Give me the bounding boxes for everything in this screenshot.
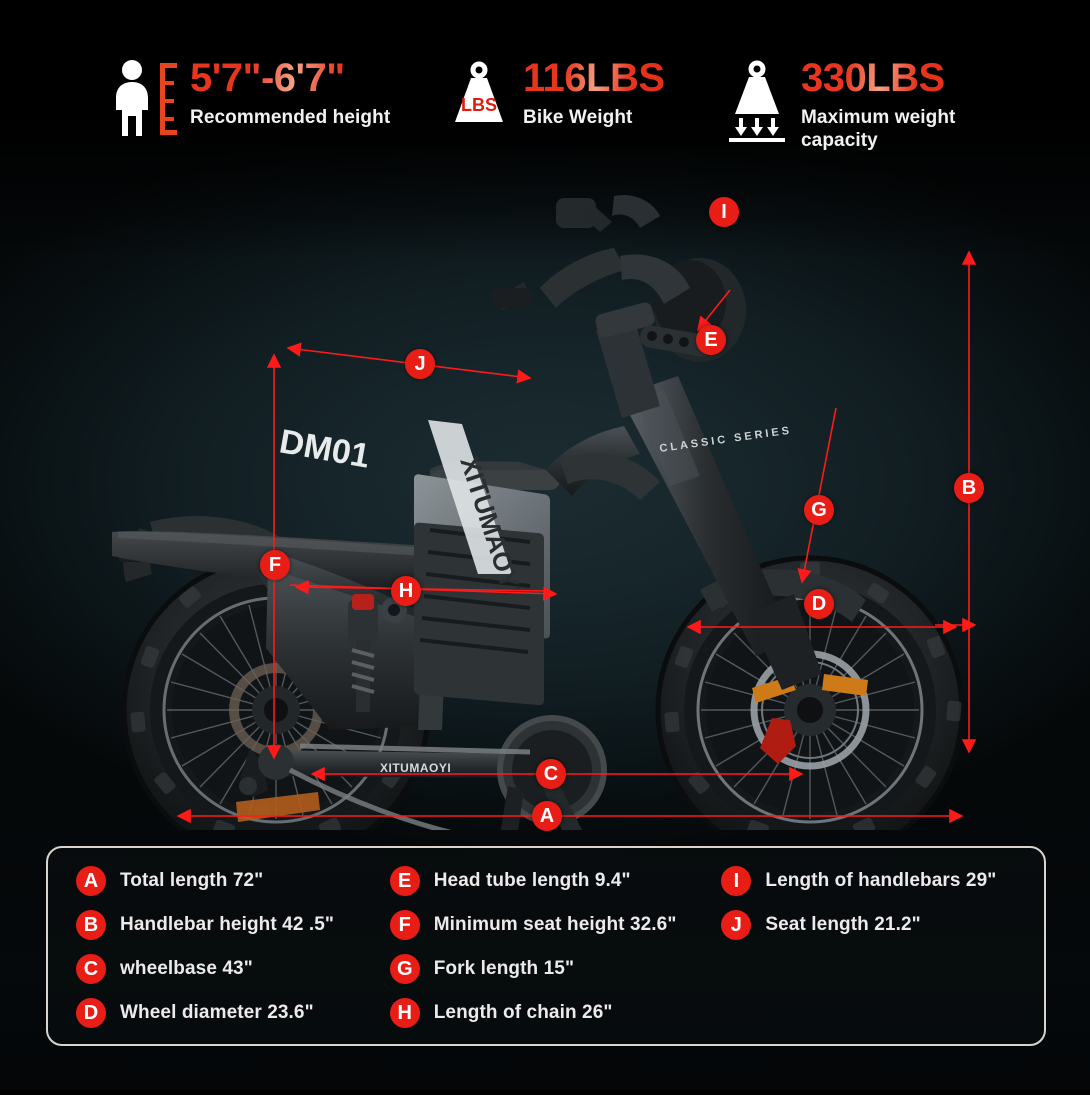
legend-label-I: Length of handlebars 29"	[765, 870, 997, 891]
spec-label: Recommended height	[190, 107, 391, 128]
legend-item-E: E Head tube length 9.4"	[389, 866, 716, 896]
brand-strip	[428, 420, 512, 574]
battery-housing	[414, 522, 544, 706]
legend-label-F: Minimum seat height 32.6"	[433, 914, 677, 935]
legend-badge-B: B	[76, 910, 106, 940]
legend-badge-A: A	[76, 866, 106, 896]
legend-item-C: C wheelbase 43"	[76, 954, 382, 984]
spec-value: 116LBS	[523, 56, 665, 100]
spec-recommended-height: 5'7"-6'7" Recommended height	[112, 58, 390, 145]
person-height-icon	[112, 58, 178, 145]
legend-badge-D: D	[76, 998, 106, 1028]
legend-badge-C: C	[76, 954, 106, 984]
bike-model-text: DM01	[277, 422, 373, 475]
rear-shock	[348, 594, 407, 712]
spec-bike-weight: LBS 116LBS Bike Weight	[447, 58, 665, 135]
legend-label-J: Seat length 21.2"	[765, 914, 921, 935]
legend-item-I: I Length of handlebars 29"	[721, 866, 1044, 896]
legend-item-H: H Length of chain 26"	[389, 998, 716, 1028]
legend-badge-E: E	[389, 866, 420, 896]
legend-badge-F: F	[389, 910, 420, 940]
bike-illustration: DM01 CLASSIC SERIES XITUMAOYI XITUMAOYI	[0, 170, 1090, 830]
legend-label-H: Length of chain 26"	[433, 1002, 613, 1023]
legend-label-D: Wheel diameter 23.6"	[120, 1002, 314, 1023]
legend-columns: A Total length 72" B Handlebar height 42…	[48, 866, 1044, 1044]
legend-column-3: I Length of handlebars 29" J Seat length…	[715, 866, 1044, 1044]
legend-badge-G: G	[389, 954, 420, 984]
legend-item-A: A Total length 72"	[76, 866, 382, 896]
legend-label-A: Total length 72"	[120, 870, 264, 891]
spec-label: Maximum weight capacity	[801, 107, 956, 152]
handlebar	[540, 248, 626, 308]
spec-value: 5'7"-6'7"	[190, 58, 390, 98]
legend-item-D: D Wheel diameter 23.6"	[76, 998, 382, 1028]
legend-item-J: J Seat length 21.2"	[721, 910, 1044, 940]
spec-max-weight-capacity: 330LBS Maximum weight capacity	[725, 58, 955, 152]
legend-item-B: B Handlebar height 42 .5"	[76, 910, 382, 940]
spec-strip: 5'7"-6'7" Recommended height LBS 116LBS …	[0, 0, 1090, 185]
spec-value: 330LBS	[801, 58, 955, 98]
legend-panel: A Total length 72" B Handlebar height 42…	[46, 846, 1046, 1046]
legend-label-G: Fork length 15"	[433, 958, 575, 979]
legend-label-B: Handlebar height 42 .5"	[120, 914, 335, 935]
legend-column-1: A Total length 72" B Handlebar height 42…	[48, 866, 382, 1044]
legend-item-G: G Fork length 15"	[389, 954, 716, 984]
legend-badge-J: J	[721, 910, 752, 940]
weight-lbs-icon: LBS	[447, 58, 511, 135]
legend-badge-H: H	[389, 998, 420, 1028]
svg-text:LBS: LBS	[461, 95, 497, 115]
legend-badge-I: I	[721, 866, 752, 896]
legend-column-2: E Head tube length 9.4" F Minimum seat h…	[382, 866, 716, 1044]
swingarm-brand-text: XITUMAOYI	[380, 761, 451, 775]
background-fade-top	[0, 0, 1090, 260]
legend-label-E: Head tube length 9.4"	[433, 870, 631, 891]
legend-item-F: F Minimum seat height 32.6"	[389, 910, 716, 940]
max-load-icon	[725, 58, 789, 149]
spec-label: Bike Weight	[523, 107, 633, 128]
legend-label-C: wheelbase 43"	[120, 958, 253, 979]
